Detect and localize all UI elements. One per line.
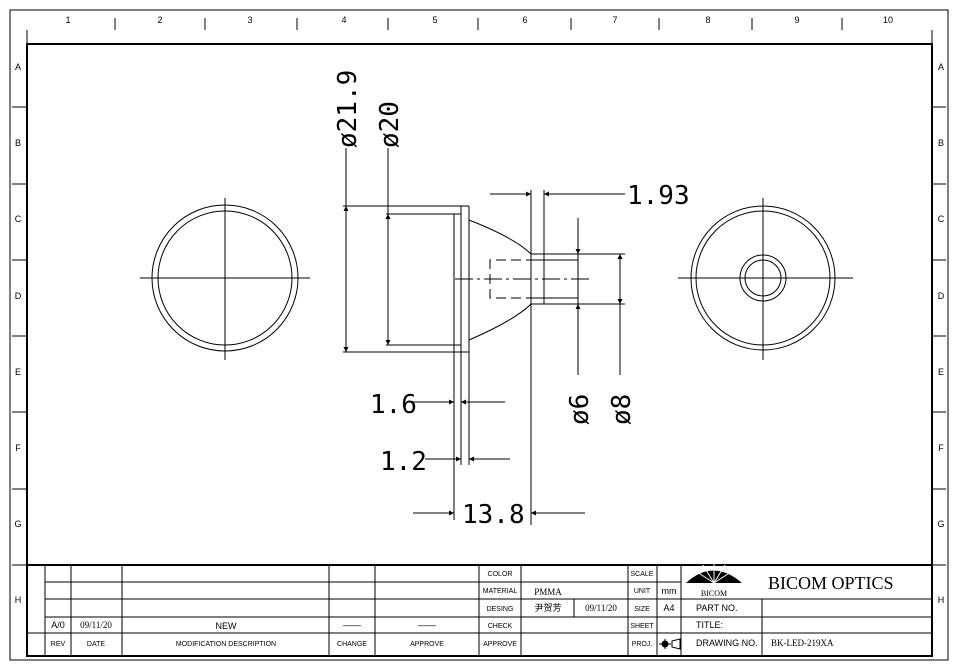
dim-d219: ø21.9	[333, 70, 363, 148]
rev-approve: ——	[418, 620, 436, 630]
col-label: 2	[157, 15, 162, 25]
revision-table: A/0 09/11/20 NEW —— —— REV DATE MODIFICA…	[51, 620, 444, 648]
bicom-logo-icon: BICOM	[686, 563, 742, 598]
unit-value: mm	[662, 586, 677, 596]
logo-text: BICOM	[701, 589, 727, 598]
projection-symbol-icon	[659, 638, 681, 650]
zone-labels: 1 2 3 4 5 6 7 8 9 10 A B C D E F G H A B…	[14, 15, 944, 605]
designer-name: 尹贺芳	[534, 602, 561, 613]
title-label: TITLE:	[696, 620, 723, 630]
material-label: MATERIAL	[483, 588, 518, 595]
row-label-right: C	[938, 214, 945, 224]
rev-date: 09/11/20	[80, 620, 112, 630]
row-label-left: E	[15, 367, 21, 377]
row-label-left: A	[15, 62, 21, 72]
dimension-lines	[343, 148, 625, 516]
approve-label: APPROVE	[483, 641, 517, 648]
col-label: 3	[247, 15, 252, 25]
col-label: 10	[883, 15, 893, 25]
row-label-right: E	[938, 367, 944, 377]
check-label: CHECK	[488, 623, 513, 630]
title-block-grid	[27, 564, 932, 656]
col-label: 1	[65, 15, 70, 25]
front-view-left	[140, 198, 310, 360]
row-label-right: A	[938, 62, 944, 72]
scale-label: SCALE	[631, 571, 654, 578]
material-value: PMMA	[534, 587, 562, 597]
company-name: BICOM OPTICS	[768, 573, 894, 593]
dim-138: 13.8	[462, 500, 525, 530]
row-label-right: D	[938, 291, 945, 301]
drawing-no-value: BK-LED-219XA	[771, 638, 834, 648]
row-label-right: F	[938, 443, 944, 453]
change-header: CHANGE	[337, 641, 367, 648]
rev-change: ——	[343, 620, 361, 630]
row-label-right: G	[937, 519, 944, 529]
proj-label: PROJ.	[632, 641, 653, 648]
zone-ticks-top	[26, 18, 933, 44]
side-view	[343, 190, 625, 525]
drawing-no-label: DRAWING NO.	[696, 638, 758, 648]
description-header: MODIFICATION DESCRIPTION	[176, 641, 276, 648]
size-value: A4	[663, 603, 674, 613]
size-label: SIZE	[634, 606, 650, 613]
col-label: 9	[794, 15, 799, 25]
dim-d6: ø6	[565, 394, 595, 425]
row-label-left: D	[15, 291, 22, 301]
row-label-left: F	[15, 443, 21, 453]
front-view-right	[678, 198, 853, 360]
dim-d8: ø8	[607, 394, 637, 425]
dim-d20: ø20	[375, 101, 405, 148]
row-label-left: C	[15, 214, 22, 224]
col-label: 4	[341, 15, 346, 25]
col-label: 8	[705, 15, 710, 25]
dim-193: 1.93	[627, 181, 690, 211]
row-label-left: G	[14, 519, 21, 529]
rev-description: NEW	[216, 621, 238, 631]
rev-header: REV	[51, 641, 66, 648]
zone-ticks-side	[12, 106, 946, 566]
dim-12: 1.2	[380, 447, 427, 477]
title-block: COLOR MATERIAL DESING CHECK APPROVE PMMA…	[483, 571, 894, 648]
unit-label: UNIT	[634, 588, 651, 595]
dimension-texts: ø21.9 ø20 1.93 1.6 1.2 13.8 ø6 ø8	[333, 70, 690, 530]
outer-border	[9, 9, 949, 661]
part-no-label: PART NO.	[696, 603, 738, 613]
approve-header: APPROVE	[410, 641, 444, 648]
dim-16: 1.6	[370, 390, 417, 420]
row-label-left: H	[15, 595, 22, 605]
sheet-label: SHEET	[630, 623, 654, 630]
rev-value: A/0	[51, 620, 65, 630]
col-label: 6	[522, 15, 527, 25]
col-label: 5	[432, 15, 437, 25]
color-label: COLOR	[488, 571, 513, 578]
date-header: DATE	[87, 641, 105, 648]
col-label: 7	[612, 15, 617, 25]
row-label-right: H	[938, 595, 945, 605]
design-label: DESING	[487, 606, 514, 613]
row-label-right: B	[938, 138, 944, 148]
row-label-left: B	[15, 138, 21, 148]
design-date: 09/11/20	[585, 603, 617, 613]
